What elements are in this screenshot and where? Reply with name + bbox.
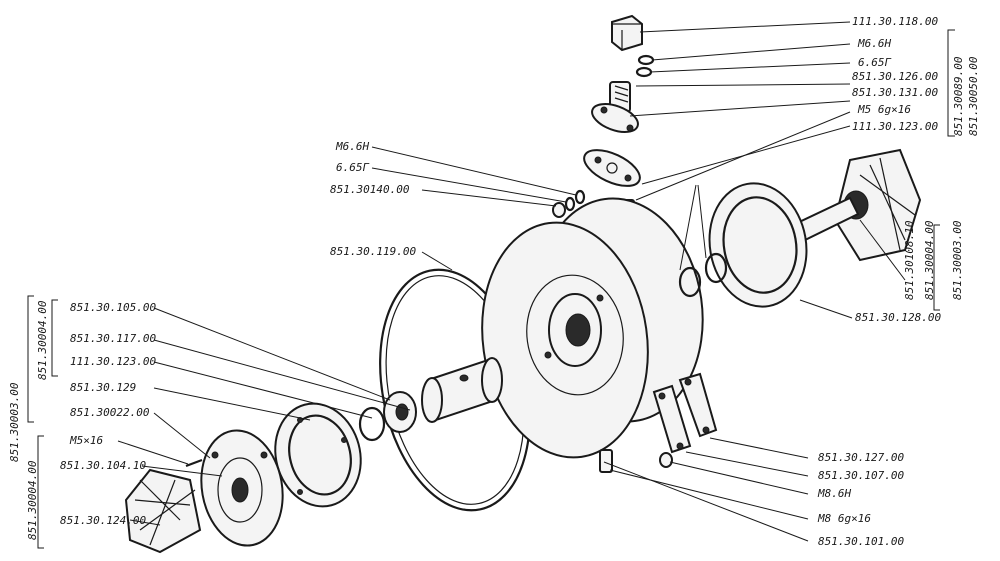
- small-nut-washer-left: [552, 189, 586, 218]
- vlabel-mid-right-2: 851.30004.00: [923, 220, 936, 300]
- vlabel-left-upper: 851.30004.00: [36, 300, 49, 380]
- label-nut-m6-top: M6.6H: [857, 37, 891, 50]
- label-fitting-body: 851.30.131.00: [852, 86, 938, 99]
- label-nut-m6-left: M6.6H: [335, 140, 369, 153]
- label-screw-m5: M5×16: [69, 434, 103, 447]
- compressor-back-plate: [200, 429, 284, 547]
- label-sealing-collar: 851.30.117.00: [70, 332, 156, 345]
- clamp-link-upper: [678, 372, 718, 438]
- label-bush: 851.30140.00: [330, 183, 410, 196]
- snap-ring: [358, 406, 386, 442]
- vlabel-top-right-1: 851.30089.00: [952, 56, 965, 136]
- cap-nut: [611, 14, 643, 52]
- sealing-collar: [383, 391, 417, 433]
- label-clamp-link-upper: 851.30.127.00: [818, 451, 904, 464]
- label-heat-shield: 851.30.128.00: [855, 311, 941, 324]
- label-bolt-m8: M8 6g×16: [817, 512, 871, 525]
- bolt-stud-fitting: [591, 81, 639, 133]
- label-nut-m8: M8.6H: [817, 487, 851, 500]
- gasket-plate: [274, 402, 362, 508]
- vlabel-left-lower: 851.30004.00: [26, 460, 39, 540]
- label-back-plate: 851.30022.00: [70, 406, 150, 419]
- label-gasket-plate: 851.30.129: [70, 381, 136, 394]
- label-housing: 851.30.101.00: [818, 535, 904, 548]
- vlabel-mid-right-3: 851.30003.00: [951, 220, 964, 300]
- label-screw-m5-top: M5 6g×16: [857, 103, 911, 116]
- label-washer-top: 6.65Г: [858, 56, 891, 69]
- turbine-housing-disk: [481, 197, 704, 459]
- flange-gasket: [583, 149, 641, 187]
- screw-m5: [185, 458, 203, 468]
- label-o-ring: 851.30.119.00: [330, 245, 416, 258]
- compressor-wheel: [124, 468, 202, 554]
- label-cap-nut: 111.30.118.00: [852, 15, 938, 28]
- label-compressor-cover: 851.30.104.10: [60, 459, 146, 472]
- clamp-nut: [659, 452, 673, 468]
- vlabel-left-outer: 851.30003.00: [8, 382, 21, 462]
- piston-rings-right: [678, 252, 728, 298]
- label-snap-ring: 111.30.123.00: [70, 355, 156, 368]
- leader-lines: [117, 21, 906, 542]
- label-shaft-sleeve: 851.30.105.00: [70, 301, 156, 314]
- heat-shield-ring: [708, 182, 808, 308]
- label-stud-fitting: 851.30.126.00: [852, 70, 938, 83]
- brackets: [27, 29, 955, 549]
- vlabel-mid-right-1: 851.30108.10: [903, 220, 916, 300]
- label-clamp-link-lower: 851.30.107.00: [818, 469, 904, 482]
- label-compressor-wheel: 851.30.124.00: [60, 514, 146, 527]
- label-gasket-top: 111.30.123.00: [852, 120, 938, 133]
- washer-small-top: [635, 54, 655, 78]
- label-washer-left: 6.65Г: [336, 161, 369, 174]
- shaft-sleeve: [421, 357, 503, 423]
- vlabel-top-right-2: 851.30050.00: [967, 56, 980, 136]
- clamp-link-lower: [652, 384, 692, 454]
- clamp-bolt: [599, 449, 613, 473]
